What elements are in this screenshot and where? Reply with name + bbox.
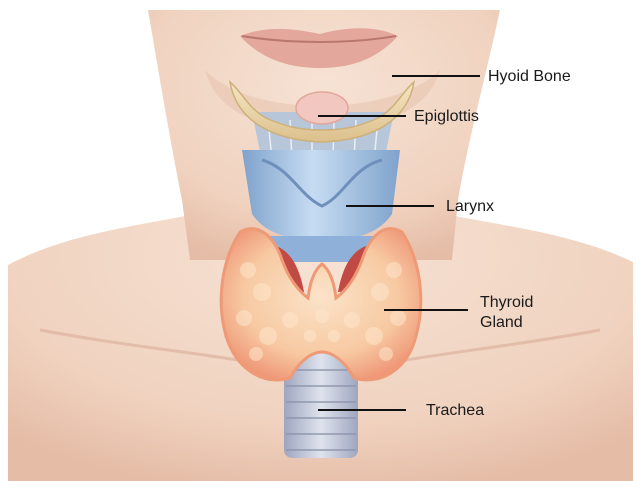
epiglottis-shape [296,92,348,124]
label-epiglottis: Epiglottis [414,108,479,126]
label-thyroid-line1: Thyroid [480,293,550,313]
label-trachea: Trachea [426,402,484,420]
label-larynx: Larynx [446,198,494,216]
label-thyroid-gland: Thyroid Gland [480,293,550,333]
label-hyoid-bone: Hyoid Bone [488,68,571,86]
label-thyroid-line2: Gland [480,313,550,333]
